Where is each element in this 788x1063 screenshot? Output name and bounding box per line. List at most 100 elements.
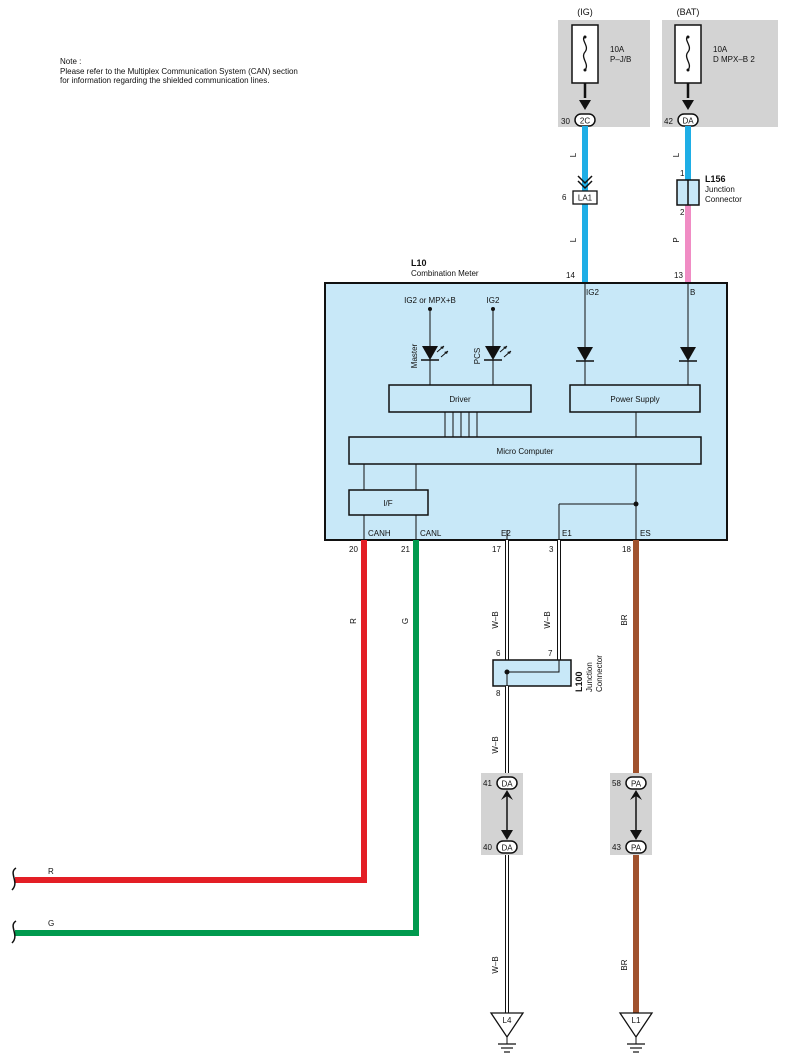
fuse-bat-connector-id: DA — [682, 117, 694, 126]
da-bottom-id: DA — [501, 844, 513, 853]
wire-canl-color: G — [401, 618, 410, 624]
interface-label: I/F — [383, 499, 392, 508]
note-title: Note : — [60, 57, 81, 66]
fuse-ig-symbol — [571, 24, 599, 84]
l100-name1: Junction — [585, 662, 594, 692]
chevron-down-icon — [577, 175, 593, 190]
wire-bat-bottom-color: P — [672, 237, 681, 242]
wire-break-icon — [11, 867, 17, 891]
da-bottom-pin: 40 — [483, 843, 492, 852]
wire-canl: G G — [11, 540, 419, 944]
meter-label-canl: CANL — [420, 529, 442, 538]
fuse-bat-pin: 42 — [664, 117, 673, 126]
meter-pin-b: 13 — [674, 271, 683, 280]
l156-pin-top: 1 — [680, 169, 685, 178]
fuse-ig-pin: 30 — [561, 117, 570, 126]
da-top-pin: 41 — [483, 779, 492, 788]
l100-pin6: 6 — [496, 649, 501, 658]
fuse-ig: (IG) 10A P–J/B 30 2C — [558, 7, 650, 127]
meter-label-b: B — [690, 288, 695, 297]
ground-icon — [489, 1012, 525, 1039]
wire-es: BR BR PA 58 PA 43 — [610, 540, 652, 1013]
wire-ig-bottom-color: L — [569, 237, 578, 242]
l156-name1: Junction — [705, 185, 735, 194]
wire-es-ground-color: BR — [620, 959, 629, 970]
diode-b-icon — [680, 347, 696, 361]
wire-left-g-color: G — [48, 919, 54, 928]
ground-icon — [618, 1012, 654, 1039]
led-pcs-icon — [485, 346, 501, 360]
meter-label-e1: E1 — [562, 529, 572, 538]
driver-label: Driver — [449, 395, 471, 404]
wire-e-ground-color: W–B — [491, 956, 500, 973]
micro-computer-label: Micro Computer — [497, 447, 554, 456]
meter-code: L10 — [411, 258, 427, 268]
led-pcs-supply: IG2 — [487, 296, 500, 305]
la1-pin: 6 — [562, 193, 567, 202]
note-line-1: Please refer to the Multiplex Communicat… — [60, 67, 298, 76]
fuse-bat-header: (BAT) — [677, 7, 700, 17]
l156-id: L156 — [705, 174, 726, 184]
meter-pin-canl: 21 — [401, 545, 410, 554]
micro-computer-block — [348, 436, 702, 465]
l100-id: L100 — [574, 671, 584, 692]
meter-label-ig2: IG2 — [586, 288, 599, 297]
ground-l1: L1 — [618, 1012, 654, 1053]
fuse-bat: (BAT) 10A D MPX–B 2 42 DA — [662, 7, 778, 127]
fuse-bat-name: D MPX–B 2 — [713, 55, 755, 64]
da-top-id: DA — [501, 780, 513, 789]
arrow-down-icon — [579, 100, 591, 110]
meter-pin-ig2: 14 — [566, 271, 575, 280]
led-pcs-name: PCS — [473, 348, 482, 364]
power-supply-block — [569, 384, 701, 413]
fuse-bat-rating: 10A — [713, 45, 728, 54]
arrow-down-icon — [501, 830, 513, 840]
combination-meter: L10 Combination Meter IG2 B IG2 or MPX+B… — [324, 258, 728, 554]
fuse-ig-header: (IG) — [577, 7, 593, 17]
pa-bottom-pin: 43 — [612, 843, 621, 852]
wire-e-group: W–B W–B 6 7 8 L100 Junction Connector W–… — [481, 540, 604, 1013]
wire-bat-top-color: L — [672, 152, 681, 157]
fuse-ig-rating: 10A — [610, 45, 625, 54]
pa-top-pin: 58 — [612, 779, 621, 788]
wire-canh: R R — [11, 540, 367, 891]
l156-pin-bottom: 2 — [680, 208, 685, 217]
l100-name2: Connector — [595, 655, 604, 692]
meter-label-canh: CANH — [368, 529, 391, 538]
meter-pin-es: 18 — [622, 545, 631, 554]
driver-block — [388, 384, 532, 413]
l100-pin7: 7 — [548, 649, 553, 658]
arrow-up-icon — [501, 790, 513, 800]
wire-e1-color: W–B — [543, 611, 552, 628]
fuse-icon — [685, 35, 691, 71]
fuse-ig-name: P–J/B — [610, 55, 631, 64]
diode-ig2-icon — [577, 347, 593, 361]
fuse-icon — [582, 35, 588, 71]
wire-break-icon — [11, 920, 17, 944]
interface-block — [348, 489, 429, 516]
pa-bottom-id: PA — [631, 844, 642, 853]
wire-es-color: BR — [620, 614, 629, 625]
wire-e-common-color: W–B — [491, 736, 500, 753]
ground-l1-id: L1 — [632, 1016, 641, 1025]
wire-canh-color: R — [349, 618, 358, 624]
power-supply-label: Power Supply — [610, 395, 659, 404]
l156-name2: Connector — [705, 195, 742, 204]
note-line-2: for information regarding the shielded c… — [60, 76, 269, 85]
arrow-down-icon — [682, 100, 694, 110]
meter-pin-e1: 3 — [549, 545, 554, 554]
meter-label-es: ES — [640, 529, 651, 538]
ground-l4-id: L4 — [503, 1016, 512, 1025]
meter-label-e2: E2 — [501, 529, 511, 538]
led-master-icon — [422, 346, 438, 360]
led-master-supply: IG2 or MPX+B — [404, 296, 456, 305]
wire-bat: L P 1 2 L156 Junction Connector 13 — [672, 126, 742, 283]
arrow-down-icon — [630, 830, 642, 840]
fuse-ig-connector-id: 2C — [580, 117, 590, 126]
arrow-up-icon — [630, 790, 642, 800]
note-block: Note : Please refer to the Multiplex Com… — [60, 57, 298, 85]
wire-ig: L L 6 LA1 14 — [562, 126, 598, 283]
wire-e2-color: W–B — [491, 611, 500, 628]
